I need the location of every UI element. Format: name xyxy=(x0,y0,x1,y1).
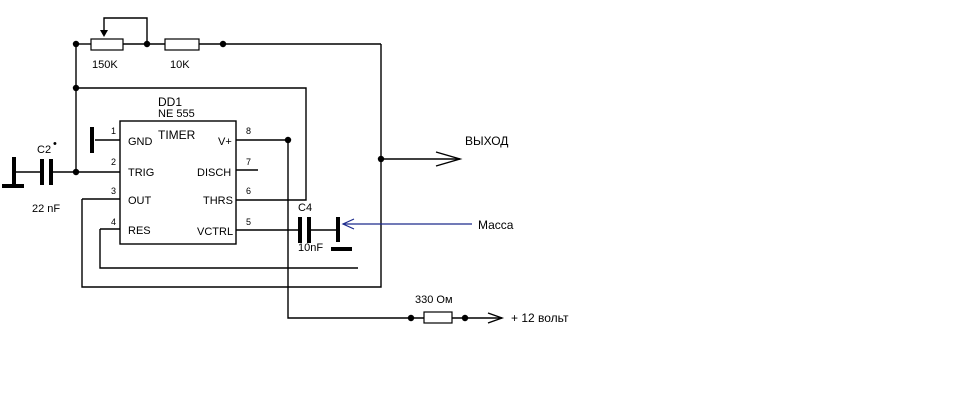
pin-7-name: DISCH xyxy=(197,167,231,179)
pin-8-number: 8 xyxy=(246,126,251,136)
potentiometer-150k xyxy=(90,38,124,51)
pin-5-number: 5 xyxy=(246,217,251,227)
c4-label: C4 xyxy=(298,202,312,214)
ic-part-number: NE 555 xyxy=(158,108,195,120)
pin-1-number: 1 xyxy=(111,126,116,136)
pin-5-name: VCTRL xyxy=(197,226,233,238)
pin-1-name: GND xyxy=(128,136,153,148)
resistor-value: 10K xyxy=(170,59,190,71)
pin-4-name: RES xyxy=(128,225,151,237)
ic-body xyxy=(119,120,237,245)
ground-pointer-arrow-icon xyxy=(341,218,355,230)
supply-label: + 12 вольт xyxy=(511,311,569,325)
c2-label: C2 xyxy=(37,144,51,156)
output-arrow-icon xyxy=(435,151,463,167)
ic-designator: DD1 xyxy=(158,95,182,109)
potentiometer-wiper xyxy=(103,17,148,44)
pin-3-number: 3 xyxy=(111,186,116,196)
pin-6-name: THRS xyxy=(203,195,233,207)
capacitor-c4: C4 10nF xyxy=(298,202,352,254)
pin-6-number: 6 xyxy=(246,186,251,196)
ground-label: Масса xyxy=(478,218,514,232)
c2-value: 22 nF xyxy=(32,203,60,215)
c2-polarity-mark: • xyxy=(53,138,57,150)
supply-resistor-value: 330 Ом xyxy=(415,294,453,306)
pin-2-name: TRIG xyxy=(128,167,154,179)
c4-value: 10nF xyxy=(298,242,323,254)
pin-8-name: V+ xyxy=(218,136,232,148)
top-resistor-network: 150K 10K xyxy=(72,17,381,71)
pin-3-name: OUT xyxy=(128,195,152,207)
resistor-10k xyxy=(164,38,200,51)
potentiometer-value: 150K xyxy=(92,59,118,71)
pin-2-number: 2 xyxy=(111,157,116,167)
pin-7-number: 7 xyxy=(246,157,251,167)
output-label: ВЫХОД xyxy=(465,134,508,148)
resistor-330-ohm xyxy=(423,311,453,324)
ic-ne555: DD1 NE 555 TIMER 1 GND 2 TRIG 3 OUT 4 RE… xyxy=(82,95,298,245)
supply-arrow-icon xyxy=(487,312,505,324)
pin-4-number: 4 xyxy=(111,217,116,227)
ic-title: TIMER xyxy=(158,128,196,142)
capacitor-c2: C2 • 22 nF xyxy=(2,138,120,215)
